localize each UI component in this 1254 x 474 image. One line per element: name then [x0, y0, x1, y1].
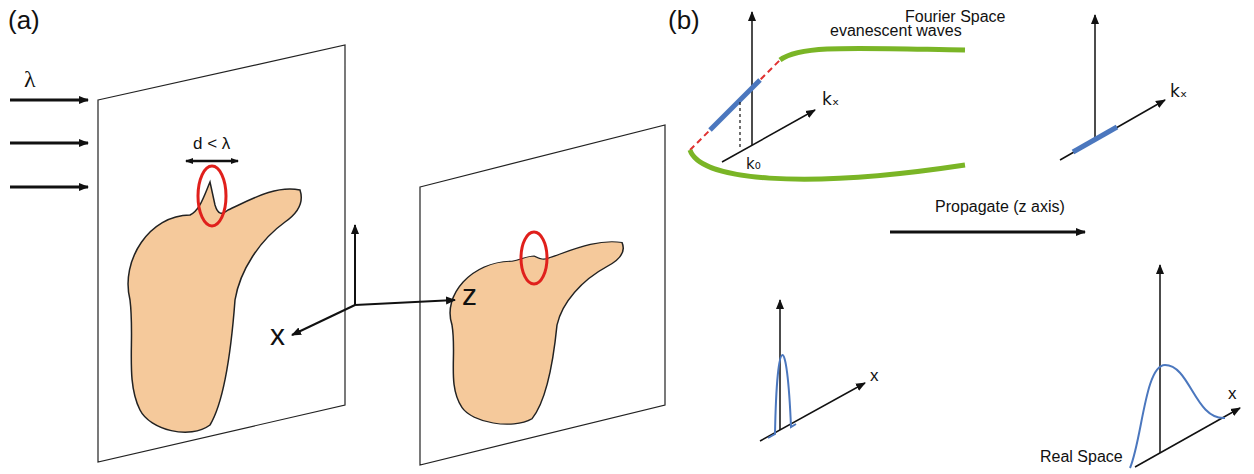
real-axes — [1135, 265, 1240, 467]
evanescent-curve — [690, 150, 965, 179]
axes — [292, 225, 455, 335]
axis-label: x — [1228, 384, 1237, 404]
fourier-axes — [1060, 15, 1165, 160]
real-axes — [760, 300, 865, 441]
space-label: Real Space — [1040, 448, 1123, 466]
image-plane — [420, 125, 665, 465]
curve-label: evanescent waves — [830, 22, 962, 40]
panel-label: (a) — [8, 6, 40, 36]
evanescent-curve — [780, 48, 965, 60]
propagating-band — [1073, 127, 1117, 152]
arrow-label: Propagate (z axis) — [935, 198, 1065, 216]
axis-label: z — [462, 278, 477, 313]
width-arrow — [186, 160, 238, 163]
wavelength-label: λ — [24, 66, 36, 94]
cutoff-line — [690, 60, 780, 150]
k0-marker — [739, 102, 740, 150]
axis-label: x — [270, 318, 285, 353]
dimension-label: d < λ — [193, 134, 230, 154]
panel-label: (b) — [668, 6, 700, 36]
image-blob — [450, 242, 623, 424]
light-arrows — [10, 100, 88, 187]
narrow-peak — [768, 355, 796, 438]
fourier-axes — [722, 12, 815, 162]
axis-label: kₓ — [822, 90, 839, 110]
broad-peak — [1130, 365, 1225, 468]
cutoff-label: k₀ — [746, 156, 761, 173]
propagate-arrow — [890, 231, 1085, 234]
detail-circle — [521, 232, 547, 284]
detail-circle — [198, 166, 226, 226]
propagating-band — [710, 80, 760, 130]
axis-label: x — [870, 366, 879, 386]
axis-label: kₓ — [1170, 82, 1187, 102]
object-plane — [98, 45, 345, 462]
object-blob — [128, 182, 301, 432]
